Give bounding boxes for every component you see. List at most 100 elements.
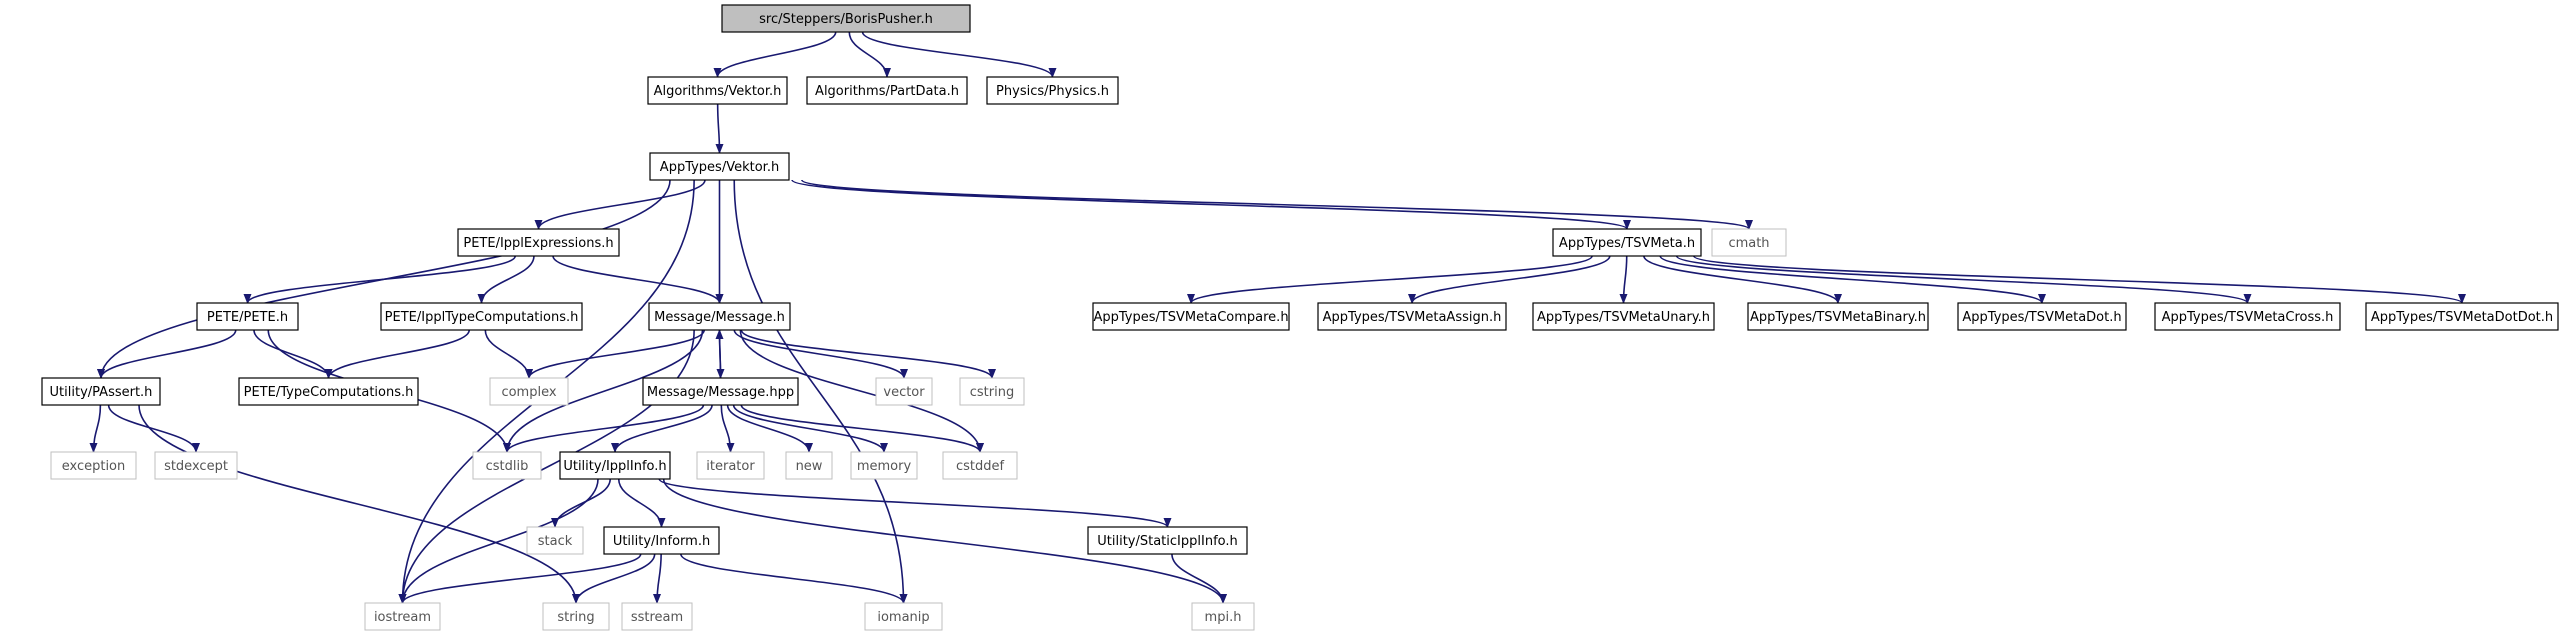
node-box-new xyxy=(785,451,833,480)
node-box-tsv_binary xyxy=(1747,302,1929,331)
node-box-tsv_dotdot xyxy=(2365,302,2559,331)
node-new: new xyxy=(785,451,833,480)
node-label-ipplinfo: Utility/IpplInfo.h xyxy=(563,459,666,474)
node-tsv_dotdot[interactable]: AppTypes/TSVMetaDotDot.h xyxy=(2365,302,2559,331)
edge-app_vektor-to-iomanip xyxy=(733,179,908,604)
node-memory: memory xyxy=(850,451,918,480)
node-box-tsv_assign xyxy=(1317,302,1507,331)
node-alg_partdata[interactable]: Algorithms/PartData.h xyxy=(806,76,968,105)
node-physics[interactable]: Physics/Physics.h xyxy=(986,76,1119,105)
node-label-cstddef: cstddef xyxy=(956,459,1005,474)
node-message_h[interactable]: Message/Message.h xyxy=(648,302,791,331)
edge-ippl_expr-to-pete_h xyxy=(243,255,517,304)
node-ipplinfo[interactable]: Utility/IpplInfo.h xyxy=(559,451,671,480)
node-box-cmath xyxy=(1711,228,1787,257)
node-alg_vektor[interactable]: Algorithms/Vektor.h xyxy=(647,76,788,105)
node-app_vektor[interactable]: AppTypes/Vektor.h xyxy=(649,152,790,181)
node-tsv_cross[interactable]: AppTypes/TSVMetaCross.h xyxy=(2154,302,2341,331)
node-box-vector xyxy=(875,377,933,406)
edge-message_h-to-cstdlib xyxy=(503,329,704,453)
edge-app_vektor-to-tsvmeta xyxy=(791,179,1631,230)
edge-message_h-to-iostream xyxy=(398,329,695,604)
node-box-cstring xyxy=(959,377,1025,406)
node-label-inform: Utility/Inform.h xyxy=(613,534,710,549)
node-box-staticippl xyxy=(1087,526,1248,555)
node-label-message_h: Message/Message.h xyxy=(654,310,785,325)
edge-message_hpp-to-cstddef xyxy=(740,404,984,453)
node-box-tsv_cross xyxy=(2154,302,2341,331)
node-label-mpi: mpi.h xyxy=(1205,610,1242,625)
node-box-ippl_expr xyxy=(457,228,620,257)
node-label-cmath: cmath xyxy=(1728,236,1769,251)
node-box-iostream xyxy=(364,602,441,631)
edge-passert-to-string xyxy=(138,404,580,604)
edge-message_hpp-to-cstdlib xyxy=(503,404,705,453)
node-tsv_binary[interactable]: AppTypes/TSVMetaBinary.h xyxy=(1747,302,1929,331)
node-label-ippl_expr: PETE/IpplExpressions.h xyxy=(463,236,613,251)
node-label-tsv_binary: AppTypes/TSVMetaBinary.h xyxy=(1750,310,1926,325)
node-tsv_assign[interactable]: AppTypes/TSVMetaAssign.h xyxy=(1317,302,1507,331)
node-label-root: src/Steppers/BorisPusher.h xyxy=(759,12,933,27)
node-label-tsv_unary: AppTypes/TSVMetaUnary.h xyxy=(1537,310,1710,325)
node-label-string: string xyxy=(557,610,594,625)
node-inform[interactable]: Utility/Inform.h xyxy=(603,526,720,555)
edge-tsvmeta-to-tsv_unary xyxy=(1619,255,1628,304)
node-ippl_typecomp[interactable]: PETE/IpplTypeComputations.h xyxy=(380,302,583,331)
edge-passert-to-exception xyxy=(89,404,102,453)
node-sstream: sstream xyxy=(621,602,693,631)
node-label-tsv_compare: AppTypes/TSVMetaCompare.h xyxy=(1093,310,1288,325)
edge-ippl_typecomp-to-typecomp xyxy=(324,329,471,379)
edge-root-to-alg_vektor xyxy=(713,31,837,78)
node-label-iostream: iostream xyxy=(374,610,431,625)
node-typecomp[interactable]: PETE/TypeComputations.h xyxy=(238,377,419,406)
node-label-iterator: iterator xyxy=(706,459,755,474)
node-message_hpp[interactable]: Message/Message.hpp xyxy=(642,377,799,406)
node-label-app_vektor: AppTypes/Vektor.h xyxy=(660,160,779,175)
node-tsv_compare[interactable]: AppTypes/TSVMetaCompare.h xyxy=(1092,302,1290,331)
node-ippl_expr[interactable]: PETE/IpplExpressions.h xyxy=(457,228,620,257)
node-root[interactable]: src/Steppers/BorisPusher.h xyxy=(721,4,971,33)
node-stack: stack xyxy=(526,526,584,555)
node-label-tsv_cross: AppTypes/TSVMetaCross.h xyxy=(2162,310,2334,325)
node-vector: vector xyxy=(875,377,933,406)
node-box-exception xyxy=(50,451,137,480)
edge-ipplinfo-to-stack xyxy=(551,478,611,528)
node-label-tsv_dot: AppTypes/TSVMetaDot.h xyxy=(1962,310,2121,325)
edge-ippl_expr-to-message_h xyxy=(552,255,724,304)
node-label-typecomp: PETE/TypeComputations.h xyxy=(244,385,414,400)
node-box-passert xyxy=(41,377,161,406)
node-label-ippl_typecomp: PETE/IpplTypeComputations.h xyxy=(385,310,579,325)
edge-ipplinfo-to-mpi xyxy=(662,478,1227,604)
node-box-alg_vektor xyxy=(647,76,788,105)
edge-message_hpp-to-memory xyxy=(732,404,888,453)
edge-message_h-to-cstddef xyxy=(739,329,984,453)
node-label-alg_partdata: Algorithms/PartData.h xyxy=(815,84,959,99)
node-tsv_dot[interactable]: AppTypes/TSVMetaDot.h xyxy=(1957,302,2127,331)
edge-ipplinfo-to-inform xyxy=(617,478,666,528)
node-label-cstdlib: cstdlib xyxy=(486,459,529,474)
node-box-cstddef xyxy=(942,451,1018,480)
node-label-memory: memory xyxy=(857,459,912,474)
edge-ippl_expr-to-ippl_typecomp xyxy=(477,255,535,304)
edge-staticippl-to-mpi xyxy=(1171,553,1227,604)
node-box-sstream xyxy=(621,602,693,631)
node-box-message_hpp xyxy=(642,377,799,406)
edge-message_hpp-to-new xyxy=(726,404,813,453)
node-label-tsv_dotdot: AppTypes/TSVMetaDotDot.h xyxy=(2371,310,2553,325)
node-box-tsv_dot xyxy=(1957,302,2127,331)
node-label-staticippl: Utility/StaticIpplInfo.h xyxy=(1097,534,1238,549)
node-box-tsv_unary xyxy=(1532,302,1715,331)
node-label-tsvmeta: AppTypes/TSVMeta.h xyxy=(1559,236,1695,251)
node-staticippl[interactable]: Utility/StaticIpplInfo.h xyxy=(1087,526,1248,555)
node-passert[interactable]: Utility/PAssert.h xyxy=(41,377,161,406)
node-box-mpi xyxy=(1191,602,1255,631)
node-label-sstream: sstream xyxy=(631,610,683,625)
edge-ippl_typecomp-to-complex xyxy=(484,329,533,379)
node-tsvmeta[interactable]: AppTypes/TSVMeta.h xyxy=(1552,228,1702,257)
edge-message_h-to-vector xyxy=(733,329,908,379)
node-label-message_hpp: Message/Message.hpp xyxy=(647,385,794,400)
node-tsv_unary[interactable]: AppTypes/TSVMetaUnary.h xyxy=(1532,302,1715,331)
node-pete_h[interactable]: PETE/PETE.h xyxy=(196,302,299,331)
edge-passert-to-stdexcept xyxy=(107,404,200,453)
node-label-pete_h: PETE/PETE.h xyxy=(207,310,288,325)
